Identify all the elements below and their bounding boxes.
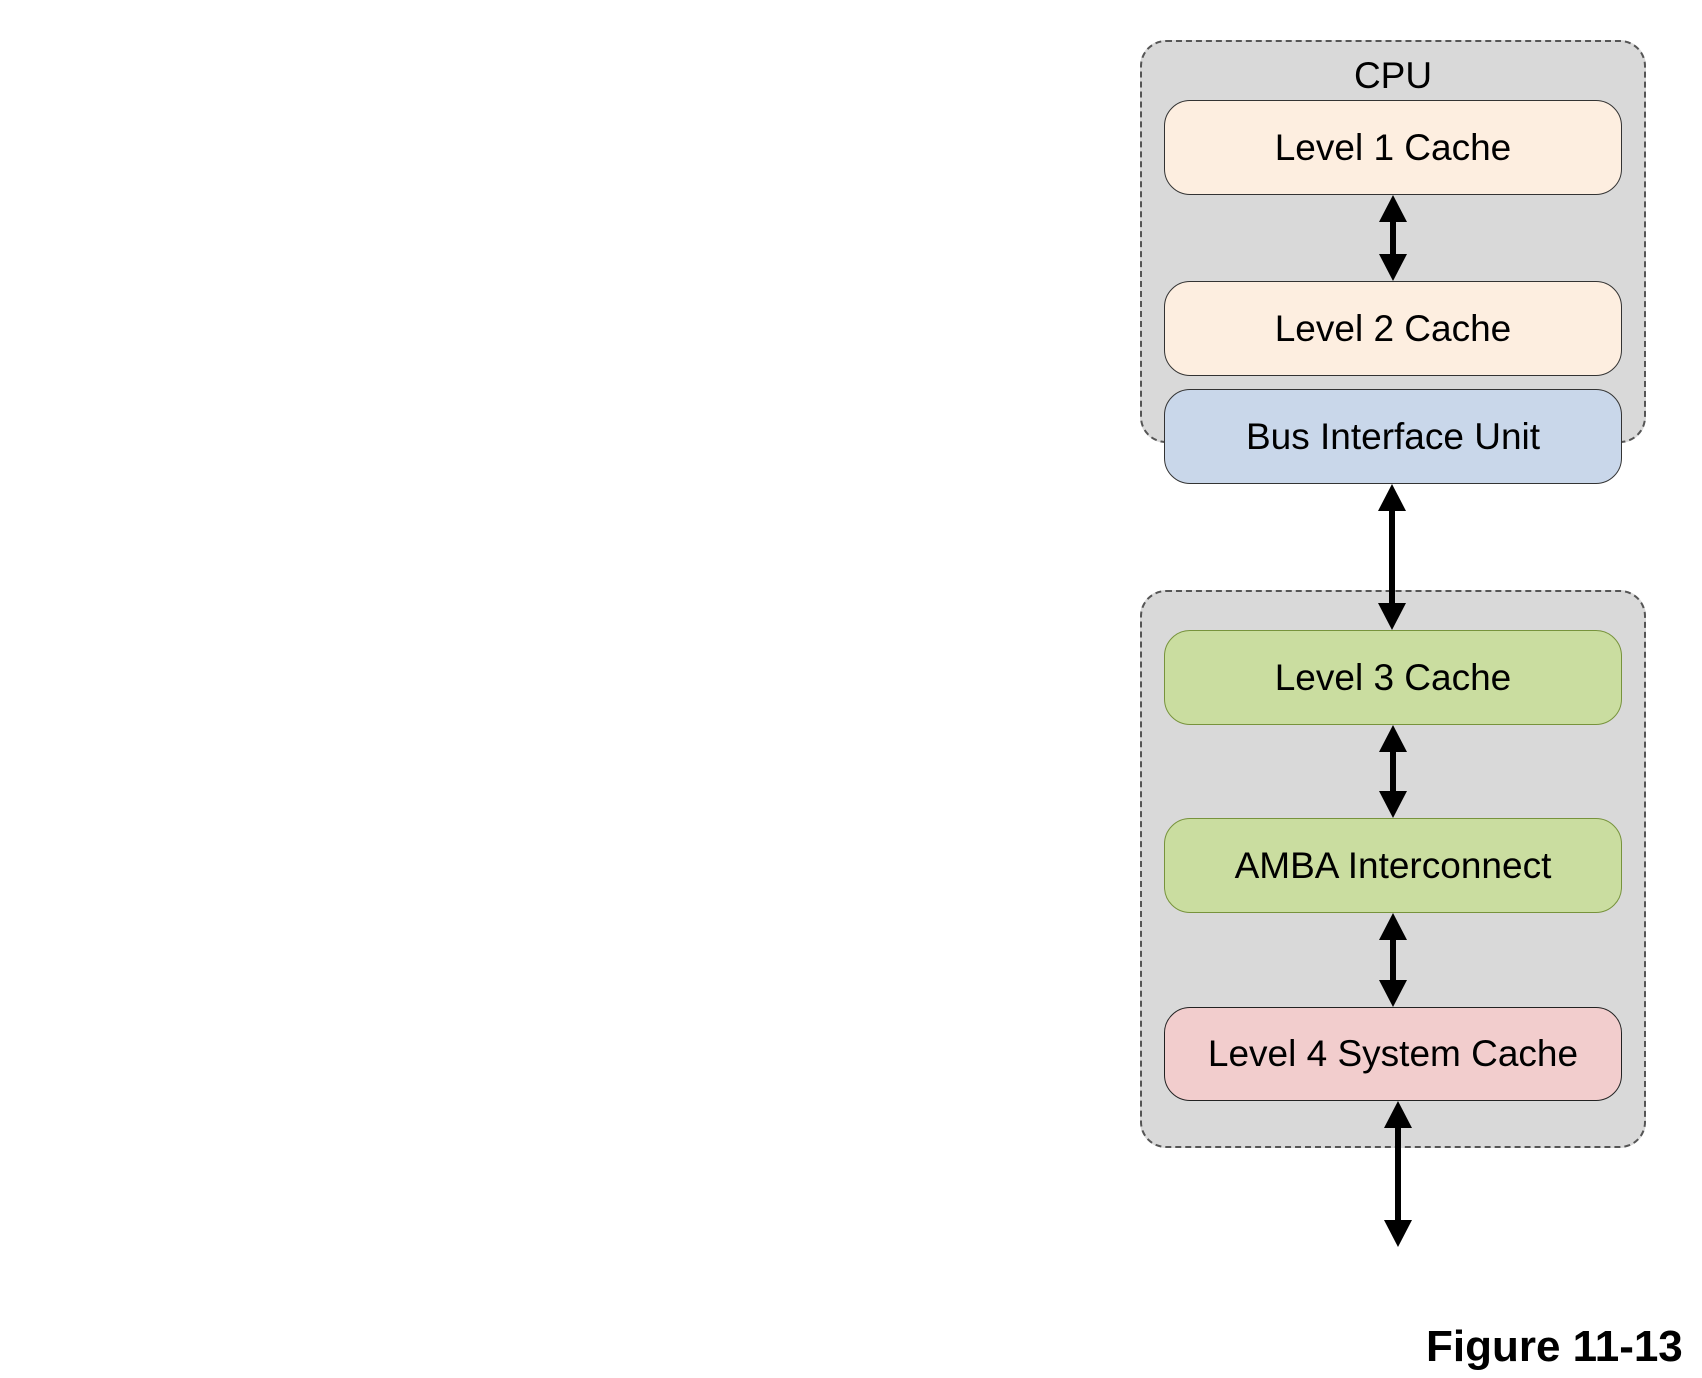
amba-interconnect-block: AMBA Interconnect (1164, 818, 1622, 913)
arrow-biu-l3 (1378, 484, 1406, 630)
level-3-cache-block: Level 3 Cache (1164, 630, 1622, 725)
level-3-cache-label: Level 3 Cache (1274, 656, 1512, 698)
level-1-cache-block: Level 1 Cache (1164, 100, 1622, 195)
amba-interconnect-label: AMBA Interconnect (1234, 844, 1552, 886)
arrow-l1-l2 (1379, 195, 1407, 281)
level-4-system-cache-block: Level 4 System Cache (1164, 1007, 1622, 1101)
cpu-group-label: CPU (1353, 55, 1433, 96)
level-4-system-cache-label: Level 4 System Cache (1207, 1033, 1579, 1074)
arrow-l3-amba (1379, 725, 1407, 818)
arrow-amba-l4 (1379, 913, 1407, 1007)
bus-interface-unit-label: Bus Interface Unit (1245, 415, 1541, 457)
level-2-cache-block: Level 2 Cache (1164, 281, 1622, 376)
figure-label: Figure 11-13 (1426, 1322, 1683, 1371)
level-2-cache-label: Level 2 Cache (1274, 307, 1512, 349)
arrow-l4-external (1384, 1101, 1412, 1247)
level-1-cache-label: Level 1 Cache (1274, 126, 1512, 168)
bus-interface-unit-block: Bus Interface Unit (1164, 389, 1622, 484)
